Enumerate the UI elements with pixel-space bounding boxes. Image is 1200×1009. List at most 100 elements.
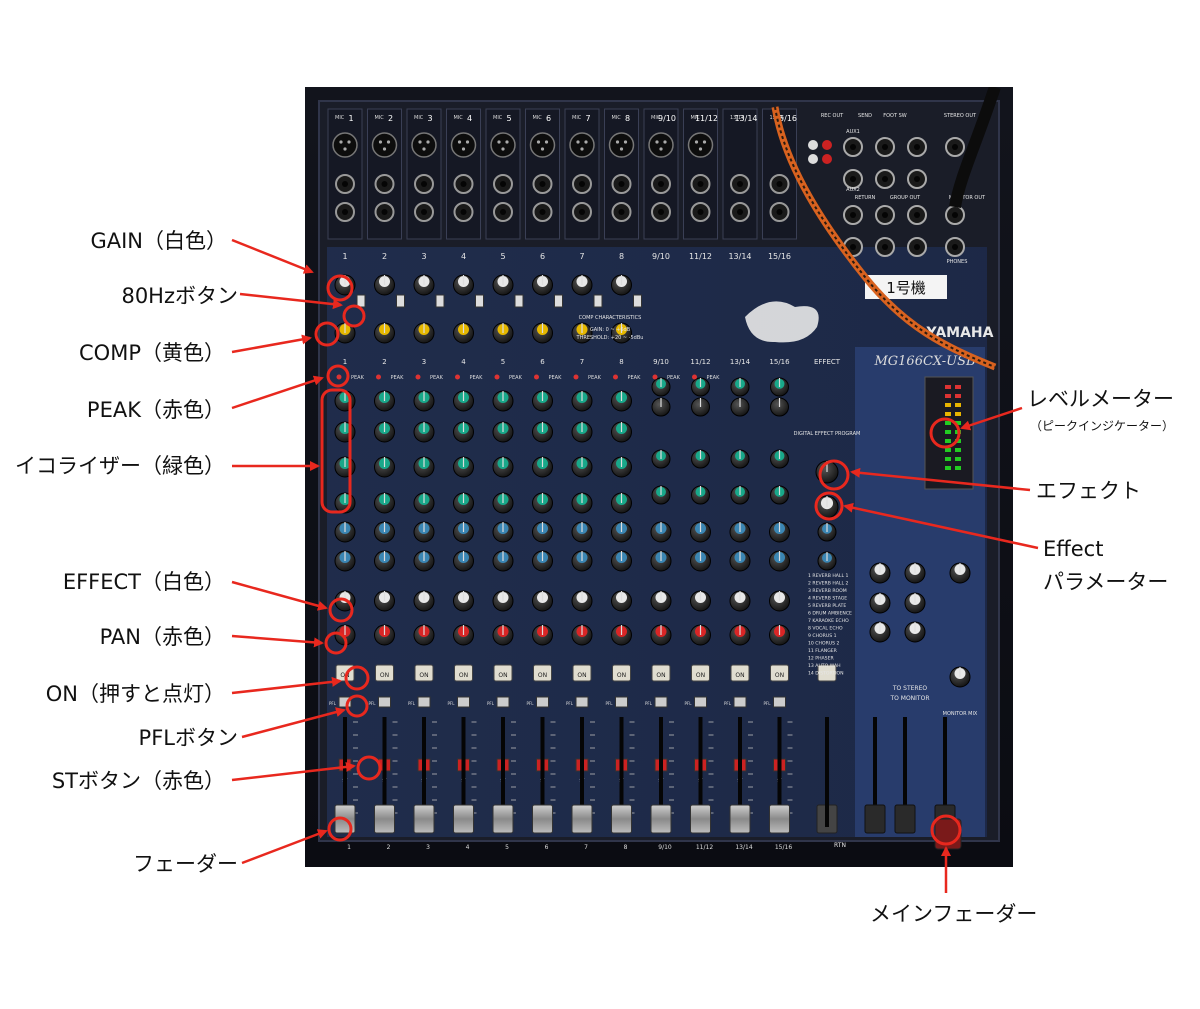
channel-fader[interactable]	[650, 804, 672, 834]
channel-fader[interactable]	[571, 804, 593, 834]
pfl-button[interactable]	[536, 696, 549, 708]
channel-fader[interactable]	[492, 804, 514, 834]
pfl-button[interactable]	[694, 696, 707, 708]
circle-on	[344, 665, 370, 691]
brand-logo: YAMAHA	[926, 325, 994, 341]
svg-text:PEAK: PEAK	[707, 375, 721, 381]
svg-text:ON: ON	[617, 672, 626, 679]
channel-number: 4	[461, 252, 466, 261]
group-fader[interactable]	[864, 804, 886, 834]
label-peak: PEAK（赤色）	[86, 398, 225, 422]
rca-jack-icon	[822, 140, 832, 150]
effect-program-item: 4 REVERB STAGE	[808, 596, 847, 602]
label-level-meter: レベルメーター	[1027, 387, 1174, 411]
pfl-button[interactable]	[615, 696, 628, 708]
circle-gain	[326, 274, 354, 302]
hpf-button	[593, 294, 603, 308]
circle-80hz	[342, 304, 366, 328]
svg-text:ON: ON	[538, 672, 547, 679]
meter-led-icon	[945, 439, 951, 443]
input-number: 1	[348, 114, 353, 123]
rtn-label: RTN	[834, 842, 846, 849]
peak-led-icon	[494, 374, 500, 380]
on-button[interactable]	[691, 664, 710, 682]
label-80hz: 80Hzボタン	[121, 284, 238, 308]
label-on: ON（押すと点灯）	[45, 682, 225, 706]
fader-slot	[777, 717, 782, 827]
channel-number-eq: 7	[580, 358, 584, 366]
pfl-button[interactable]	[733, 696, 747, 708]
channel-number: 8	[619, 252, 624, 261]
on-button[interactable]	[533, 664, 552, 682]
meter-led-icon	[955, 421, 961, 425]
mic-label: MIC	[493, 115, 503, 121]
pfl-button[interactable]	[417, 696, 431, 708]
pfl-button[interactable]	[457, 696, 470, 708]
channel-fader[interactable]	[729, 804, 751, 834]
on-button[interactable]	[454, 664, 473, 682]
effect-program-item: 1 REVERB HALL 1	[808, 573, 849, 579]
fader-slot	[422, 717, 426, 827]
pfl-button[interactable]	[773, 696, 786, 708]
channel-fader[interactable]	[690, 804, 711, 834]
pfl-button[interactable]	[338, 696, 352, 708]
meter-led-icon	[945, 385, 951, 389]
channel-fader[interactable]	[532, 804, 553, 834]
on-button[interactable]	[414, 664, 434, 682]
svg-text:ON: ON	[577, 672, 586, 679]
xlr-jack-icon	[450, 132, 477, 158]
effect-program-item: 7 KARAOKE ECHO	[808, 618, 849, 624]
circle-fader	[327, 816, 353, 842]
svg-text:PEAK: PEAK	[470, 375, 484, 381]
group-fader[interactable]	[894, 804, 916, 834]
box-eq	[320, 388, 352, 514]
effect-on-button[interactable]	[817, 664, 837, 682]
channel-fader[interactable]	[413, 804, 435, 834]
label-eq: イコライザー（緑色）	[15, 454, 225, 478]
pfl-button[interactable]	[575, 696, 589, 708]
group-out-label: GROUP OUT	[890, 195, 921, 201]
on-button[interactable]	[572, 664, 592, 682]
hpf-button	[514, 294, 524, 308]
on-button[interactable]	[730, 664, 750, 682]
on-button[interactable]	[770, 664, 789, 682]
on-button[interactable]	[651, 664, 671, 682]
pfl-button[interactable]	[496, 696, 510, 708]
mic-label: MIC	[572, 115, 582, 121]
xlr-jack-icon	[529, 132, 556, 158]
channel-number: 11/12	[689, 252, 712, 261]
channel-number-eq: 8	[619, 358, 623, 366]
arrow-on	[231, 676, 342, 695]
effect-program-item: 11 FLANGER	[808, 648, 838, 654]
arrow-fader	[241, 829, 328, 865]
arrow-pan	[231, 634, 324, 648]
channel-number: 3	[421, 252, 426, 261]
channel-fader[interactable]	[611, 804, 632, 834]
input-number: 13/14	[734, 114, 757, 123]
label-effect-param-1: Effect	[1043, 537, 1104, 561]
on-button[interactable]	[375, 664, 394, 682]
pfl-button[interactable]	[654, 696, 668, 708]
xlr-jack-icon	[490, 132, 516, 158]
label-gain: GAIN（白色）	[90, 229, 227, 253]
on-button[interactable]	[493, 664, 513, 682]
arrow-80hz	[239, 292, 343, 310]
monitor-mix-label: MONITOR MIX	[943, 711, 978, 717]
svg-text:11/12: 11/12	[696, 844, 713, 851]
svg-text:PFL: PFL	[645, 701, 653, 706]
on-button[interactable]	[612, 664, 631, 682]
svg-text:ON: ON	[735, 672, 744, 679]
comp-threshold-label: THRESHOLD: +20 ~ -5dBu	[576, 335, 644, 341]
svg-text:4: 4	[466, 844, 470, 851]
pfl-button[interactable]	[378, 696, 391, 708]
mic-label: MIC	[414, 115, 424, 121]
meter-led-icon	[945, 403, 951, 407]
channel-fader[interactable]	[453, 804, 474, 834]
channel-fader[interactable]	[769, 804, 790, 834]
fader-slot	[873, 717, 877, 827]
svg-text:9/10: 9/10	[658, 844, 672, 851]
input-number: 11/12	[695, 114, 718, 123]
channel-fader[interactable]	[374, 804, 395, 834]
unit-tag: 1号機	[886, 279, 926, 297]
svg-text:ON: ON	[459, 672, 468, 679]
